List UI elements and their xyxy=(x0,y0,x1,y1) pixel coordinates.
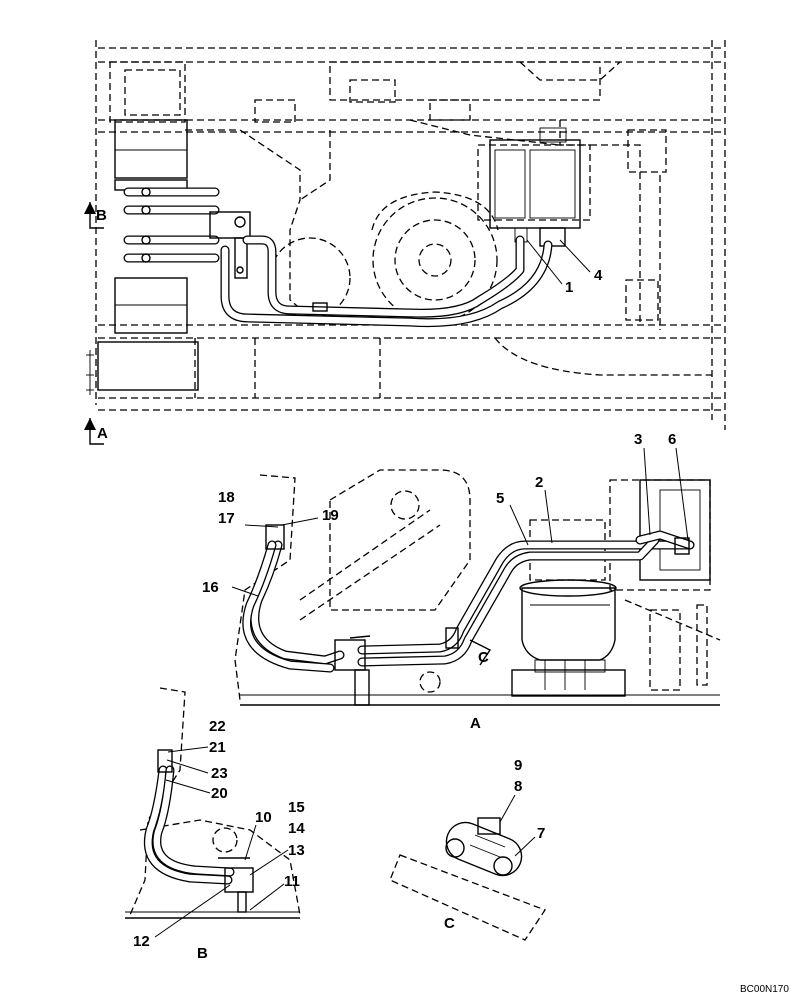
part-label-1: 1 xyxy=(565,279,573,296)
part-label-14: 14 xyxy=(288,820,305,837)
view-arrow-a: A xyxy=(84,418,108,445)
view-c: 9 8 7 C xyxy=(389,757,546,941)
view-a-hoses xyxy=(242,524,695,706)
part-label-4: 4 xyxy=(594,267,603,284)
left-swivel-fittings xyxy=(123,187,251,279)
part-label-2: 2 xyxy=(535,474,543,491)
top-view-hoses xyxy=(220,235,553,328)
part-label-15: 15 xyxy=(288,799,305,816)
swing-gear xyxy=(269,191,499,323)
view-arrow-a-label: A xyxy=(97,425,108,442)
view-b: 22 21 23 20 15 14 13 10 11 12 B xyxy=(125,687,305,962)
part-label-21: 21 xyxy=(209,739,226,756)
top-view: B A 1 4 xyxy=(84,40,726,445)
view-arrow-b: B xyxy=(84,202,107,229)
part-label-13: 13 xyxy=(288,842,305,859)
view-arrow-c: C xyxy=(469,639,492,666)
view-arrow-c-label: C xyxy=(478,649,489,666)
part-label-17: 17 xyxy=(218,510,235,527)
part-label-9: 9 xyxy=(514,757,522,774)
view-a: C 18 17 19 16 5 2 3 6 A xyxy=(202,431,721,732)
control-valve xyxy=(477,127,591,247)
part-label-7: 7 xyxy=(537,825,545,842)
part-label-18: 18 xyxy=(218,489,235,506)
view-a-caption: A xyxy=(470,715,481,732)
part-label-22: 22 xyxy=(209,718,226,735)
view-b-caption: B xyxy=(197,945,208,962)
part-label-8: 8 xyxy=(514,778,522,795)
part-label-20: 20 xyxy=(211,785,228,802)
part-label-5: 5 xyxy=(496,490,504,507)
part-label-10: 10 xyxy=(255,809,272,826)
part-label-11: 11 xyxy=(284,873,300,890)
swing-motor xyxy=(511,519,626,697)
part-label-6: 6 xyxy=(668,431,676,448)
part-label-16: 16 xyxy=(202,579,219,596)
part-label-3: 3 xyxy=(634,431,642,448)
part-label-19: 19 xyxy=(322,507,339,524)
view-b-hoses xyxy=(143,749,254,913)
control-valve-view-a xyxy=(609,479,721,691)
part-label-12: 12 xyxy=(133,933,150,950)
drawing-code: BC00N170 xyxy=(740,984,789,995)
part-label-23: 23 xyxy=(211,765,228,782)
view-c-caption: C xyxy=(444,915,455,932)
view-arrow-b-label: B xyxy=(96,207,107,224)
